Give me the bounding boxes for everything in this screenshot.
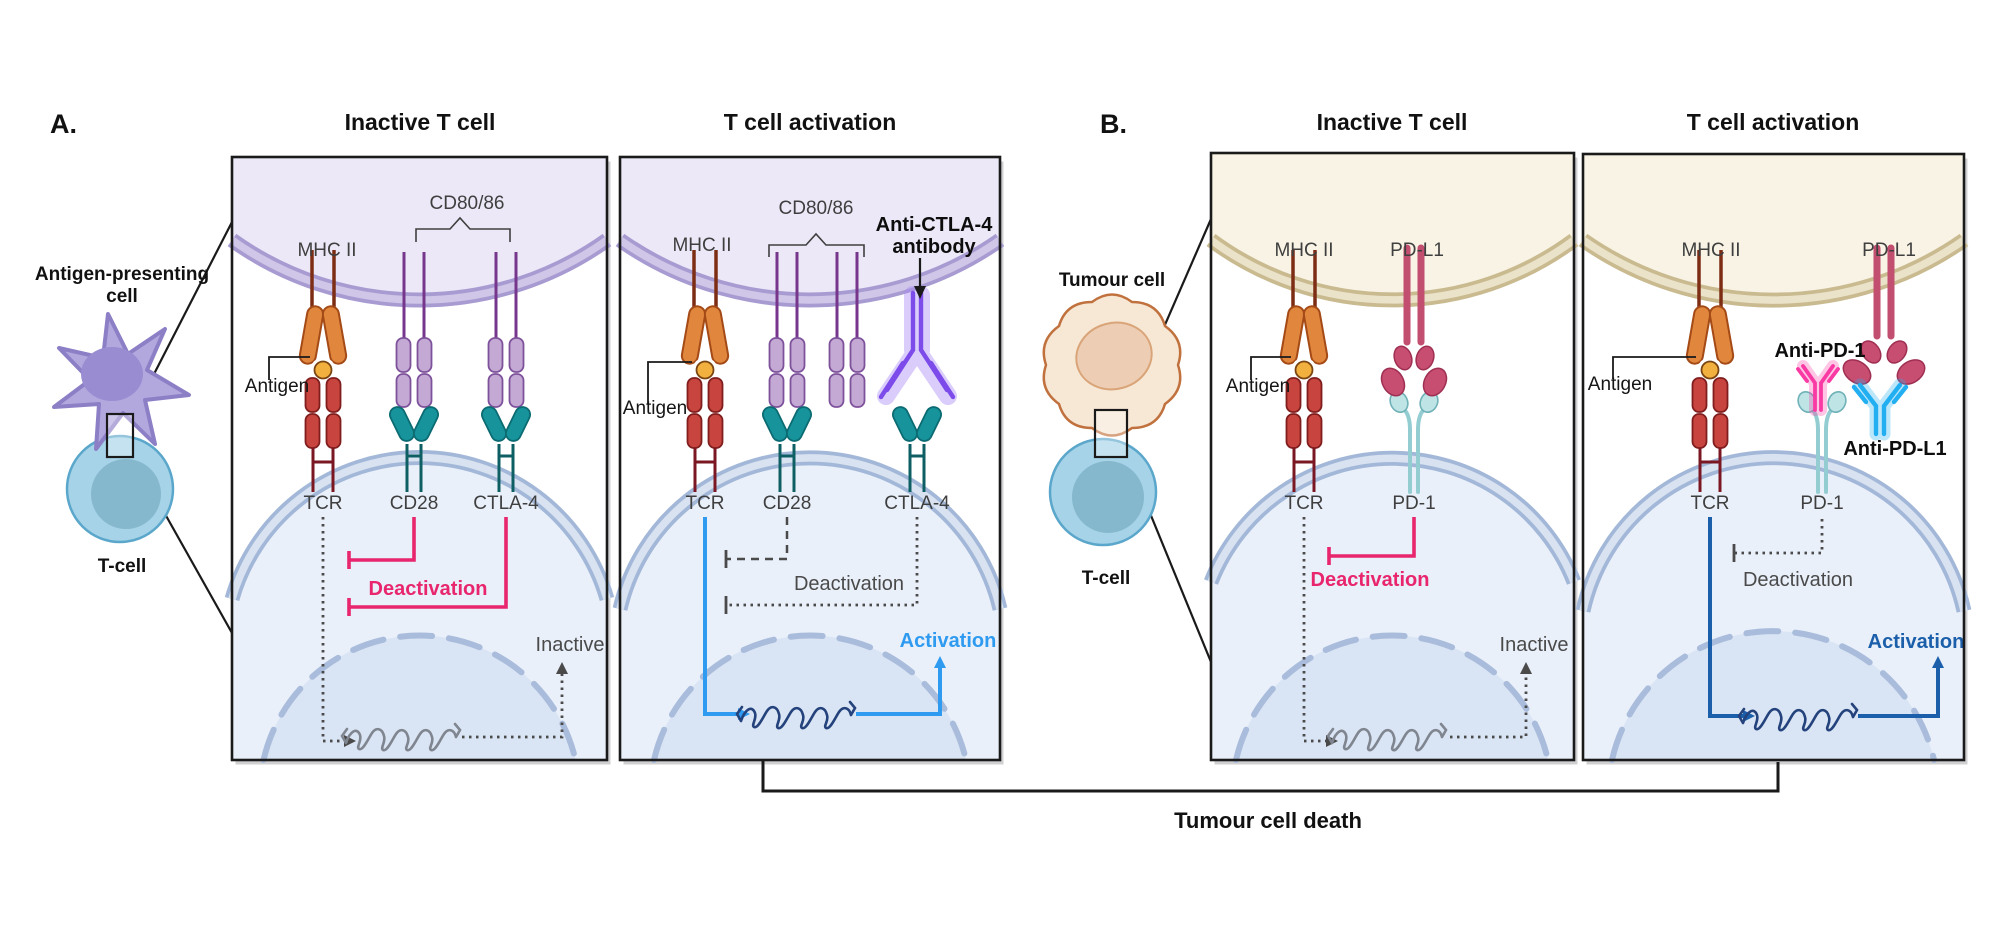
panel-a2-title: T cell activation [724, 109, 897, 135]
inactive-label: Inactive [1500, 634, 1569, 656]
tcr-label: TCR [1690, 493, 1729, 514]
cd28-label: CD28 [390, 493, 439, 514]
tumour-cell-death-connector: Tumour cell death [761, 760, 1780, 833]
cd80-label: CD80/86 [779, 198, 854, 219]
panel-a-letter: A. [50, 109, 77, 139]
anti-pd1-antibody [1796, 360, 1840, 416]
mhc-label: MHC II [672, 235, 731, 256]
pdl1-label: PD-L1 [1862, 240, 1916, 261]
cd80-bracket [415, 216, 511, 242]
panel-a1-inactive-t-cell: CD80/86 MHC II Antigen TCR CD28 CTLA-4 D… [224, 155, 615, 765]
t-cell-nucleus [1072, 461, 1144, 533]
tcr-label: TCR [303, 493, 342, 514]
pd1-inhibition [1329, 517, 1416, 558]
panel-b-letter: B. [1100, 109, 1127, 139]
apc-nucleus [81, 347, 143, 401]
zoom-box [1093, 408, 1129, 459]
cd28-blocked-signal [726, 517, 789, 561]
antigen-label: Antigen [623, 398, 687, 419]
nucleus-membrane [1609, 628, 1937, 763]
antigen-pointer [647, 361, 692, 404]
pd1-label: PD-1 [1392, 493, 1435, 514]
ctla4-label: CTLA-4 [473, 493, 539, 514]
connector-line [761, 760, 1780, 793]
cd28-inhibition [349, 517, 416, 562]
mhc-label: MHC II [297, 240, 356, 261]
activation-label: Activation [1868, 631, 1965, 653]
anti-pd1-label: Anti-PD-1 [1774, 340, 1865, 362]
tumour-nucleus [1075, 321, 1153, 391]
antigen-label: Antigen [1226, 376, 1290, 397]
deactivation-label: Deactivation [369, 578, 488, 600]
panel-a2-t-cell-activation: CD80/86 MHC II Anti-CTLA-4 antibody Anti… [612, 155, 1008, 765]
pd1-blocked-signal [1734, 519, 1824, 555]
deactivation-label: Deactivation [1743, 569, 1853, 591]
activation-label: Activation [900, 630, 997, 652]
anti-ctla4-antibody [877, 286, 957, 405]
antigen-label: Antigen [245, 376, 309, 397]
tumour-cell-death-label: Tumour cell death [1174, 808, 1362, 833]
anti-pdl1-label: Anti-PD-L1 [1843, 438, 1946, 460]
cd80-bracket [768, 232, 865, 257]
t-cell-label: T-cell [1082, 568, 1131, 589]
deactivation-label: Deactivation [794, 573, 904, 595]
ctla4-label: CTLA-4 [884, 493, 950, 514]
anti-ctla4-label-line2: antibody [892, 236, 976, 258]
inactive-signal-dotted [462, 674, 564, 739]
pd1-label: PD-1 [1800, 493, 1843, 514]
tcr-activation-signal [1708, 517, 1743, 718]
antigen-pointer [268, 356, 310, 380]
zoom-box [105, 412, 135, 459]
activation-signal [856, 668, 942, 716]
antigen-pointer [1250, 356, 1291, 380]
panel-b2-t-cell-activation: MHC II PD-L1 Anti-PD-1 Anti-PD-L1 Antige… [1575, 152, 1972, 765]
t-cell-nucleus [91, 459, 161, 529]
panel-a1-title: Inactive T cell [345, 109, 496, 135]
tumour-cell-label: Tumour cell [1059, 270, 1165, 291]
antigen-label: Antigen [1588, 374, 1652, 395]
panel-b2-title: T cell activation [1687, 109, 1860, 135]
anti-ctla4-label-line1: Anti-CTLA-4 [876, 214, 994, 236]
activation-signal [1858, 668, 1940, 718]
tcr-activation-signal [703, 517, 738, 716]
ctla4-blocked-signal [726, 517, 919, 607]
nucleus-membrane [1233, 632, 1551, 763]
apc-label-line1: Antigen-presenting [35, 264, 209, 285]
cd80-label: CD80/86 [430, 193, 505, 214]
tcr-label: TCR [1284, 493, 1323, 514]
tcr-signal-dotted [321, 517, 344, 743]
panel-b1-inactive-t-cell: MHC II PD-L1 Antigen TCR PD-1 Deactivati… [1204, 151, 1581, 765]
panel-b-callout: Tumour cell T-cell [1042, 218, 1213, 663]
panel-b1-title: Inactive T cell [1317, 109, 1468, 135]
anti-pdl1-antibody [1851, 378, 1909, 441]
nucleus-membrane [260, 632, 579, 763]
antigen-pointer [1612, 356, 1696, 379]
inactive-label: Inactive [536, 634, 605, 656]
mhc-label: MHC II [1274, 240, 1333, 261]
cd28-label: CD28 [763, 493, 812, 514]
panel-a-callout: Antigen-presenting cell T-cell [35, 221, 233, 634]
pdl1-label: PD-L1 [1390, 240, 1444, 261]
tcr-signal-dotted [1302, 517, 1326, 743]
tcr-label: TCR [685, 493, 724, 514]
apc-label-line2: cell [106, 286, 138, 307]
ctla4-inhibition [349, 517, 508, 609]
deactivation-label: Deactivation [1311, 569, 1430, 591]
t-cell-label: T-cell [98, 556, 147, 577]
mhc-label: MHC II [1681, 240, 1740, 261]
